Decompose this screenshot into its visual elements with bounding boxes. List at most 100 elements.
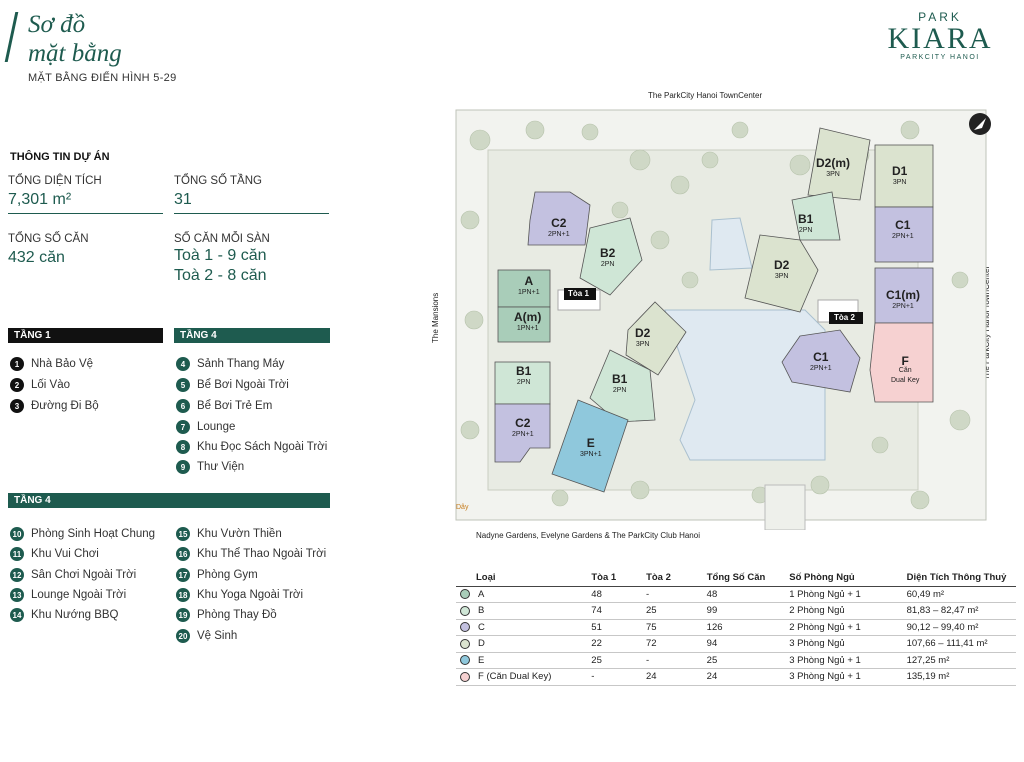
title-line-2: mặt bằng: [28, 40, 122, 67]
entrance-road: [764, 484, 806, 530]
logo-top: PARK: [918, 10, 962, 24]
stat-label: TỔNG SỐ CĂN: [8, 233, 89, 245]
north-arrow-icon: [974, 118, 986, 130]
unit-label[interactable]: D2(m)3PN: [816, 156, 851, 178]
stat-total-units: TỔNG SỐ CĂN 432 căn: [8, 233, 163, 271]
legend-item: 18 Khu Yoga Ngoài Trời: [176, 588, 303, 602]
legend-label: Khu Yoga Ngoài Trời: [197, 589, 304, 601]
cell-tower2: 75: [646, 621, 657, 633]
unit-d2-left: [625, 301, 687, 376]
cell-type: B: [478, 605, 485, 617]
table-row: A 48 - 48 1 Phòng Ngủ + 1 60,49 m²: [456, 587, 1016, 603]
legend-number: 12: [10, 568, 24, 582]
legend-label: Vệ Sinh: [197, 630, 238, 642]
cell-tower2: 25: [646, 605, 657, 617]
table-row: B 74 25 99 2 Phòng Ngủ 81,83 – 82,47 m²: [456, 603, 1016, 620]
cell-total: 25: [706, 654, 718, 666]
cell-bedrooms: 2 Phòng Ngủ + 1: [789, 621, 861, 633]
cell-total: 48: [706, 588, 718, 600]
cell-total: 94: [706, 638, 718, 650]
legend-number: 13: [10, 588, 24, 602]
cell-bedrooms: 2 Phòng Ngủ: [789, 605, 845, 617]
unit-type-table: Loại Tòa 1 Tòa 2 Tổng Số Căn Số Phòng Ng…: [456, 570, 1016, 686]
stat-value-2: Toà 2 - 8 căn: [174, 267, 267, 284]
legend-number: 18: [176, 588, 190, 602]
legend-label: Khu Nướng BBQ: [31, 609, 119, 621]
stat-label: TỔNG SỐ TẦNG: [174, 175, 262, 187]
tower2-tag: [829, 312, 863, 324]
legend-label: Lounge Ngoài Trời: [31, 589, 127, 601]
unit-d2-right: [744, 234, 819, 313]
legend-label: Phòng Thay Đồ: [197, 609, 277, 621]
legend-item: 13 Lounge Ngoài Trời: [10, 588, 126, 602]
logo-main: KIARA: [887, 22, 993, 55]
cell-tower1: -: [591, 671, 595, 683]
cell-tower1: 25: [591, 654, 602, 666]
main-pool: [664, 309, 826, 461]
cell-bedrooms: 3 Phòng Ngủ: [789, 638, 845, 650]
cell-area: 107,66 – 111,41 m²: [906, 638, 988, 650]
type-swatch-a: [460, 589, 470, 600]
tower2-label: Tòa 2: [834, 313, 855, 322]
unit-e: [551, 399, 629, 493]
section-tang-1: TẦNG 1: [8, 328, 163, 343]
title-line-1: Sơ đồ: [28, 11, 86, 38]
page-subtitle: MẶT BẰNG ĐIỂN HÌNH 5-29: [28, 72, 177, 84]
cell-tower1: 74: [591, 605, 602, 617]
unit-label[interactable]: A(m)1PN+1: [514, 310, 542, 332]
table-row: F (Căn Dual Key) - 24 24 3 Phòng Ngủ + 1…: [456, 669, 1016, 686]
legend-label: Khu Vui Chơi: [31, 548, 99, 560]
unit-b1-right: [791, 191, 841, 241]
cell-bedrooms: 3 Phòng Ngủ + 1: [789, 654, 861, 666]
unit-d2m: [807, 127, 871, 201]
header-type: Loại: [476, 572, 496, 584]
unit-b2: [579, 217, 643, 296]
legend-label: Phòng Gym: [197, 569, 258, 581]
unit-label[interactable]: C1(m)2PN+1: [886, 288, 921, 310]
legend-number: 3: [10, 399, 24, 413]
stat-total-floors: TỔNG SỐ TẦNG 31: [174, 175, 329, 214]
legend-label: Sảnh Thang Máy: [197, 358, 285, 370]
legend-label: Khu Thể Thao Ngoài Trời: [197, 548, 327, 560]
cell-total: 126: [706, 621, 723, 633]
legend-number: 1: [10, 357, 24, 371]
cell-type: C: [478, 621, 485, 633]
cell-bedrooms: 1 Phòng Ngủ + 1: [789, 588, 861, 600]
cell-type: A: [478, 588, 485, 600]
cell-type: E: [478, 654, 485, 666]
header-bedrooms: Số Phòng Ngủ: [789, 572, 855, 584]
road-label-bottom: Nadyne Gardens, Evelyne Gardens & The Pa…: [476, 531, 700, 540]
unit-am: [497, 306, 551, 343]
legend-label: Khu Vườn Thiền: [197, 528, 282, 540]
cell-total: 99: [706, 605, 718, 617]
tower1-tag: [564, 288, 596, 300]
cell-tower2: 72: [646, 638, 657, 650]
cell-area: 81,83 – 82,47 m²: [906, 605, 979, 617]
type-swatch-c: [460, 622, 470, 633]
legend-number: 16: [176, 547, 190, 561]
legend-number: 7: [176, 420, 190, 434]
stat-value: 31: [174, 191, 192, 208]
